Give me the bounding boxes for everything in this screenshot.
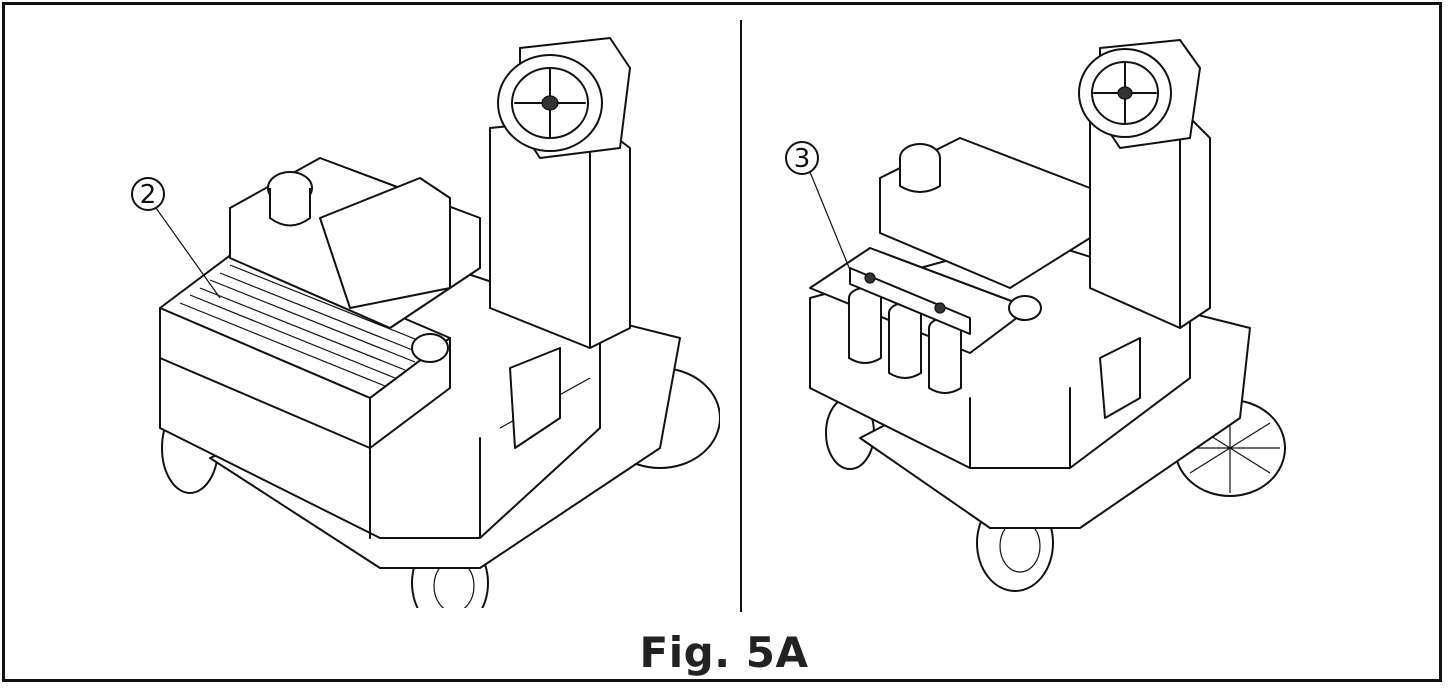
- right-machine-illustration: 3: [770, 8, 1370, 608]
- callout-3-label: 3: [794, 144, 811, 174]
- left-machine-drawing: 2: [131, 37, 720, 608]
- view-divider: [740, 20, 742, 612]
- right-machine-drawing: 3: [785, 39, 1286, 592]
- callout-3-leader: [809, 171, 851, 271]
- callout-2-circle: [131, 177, 165, 211]
- cover-ribs: [179, 264, 436, 387]
- callout-2-label: 2: [140, 180, 157, 210]
- figure-caption: Fig. 5A: [639, 628, 809, 677]
- callout-3-circle: [785, 141, 819, 175]
- left-machine-illustration: 2: [120, 8, 720, 608]
- callout-2-leader: [155, 207, 221, 299]
